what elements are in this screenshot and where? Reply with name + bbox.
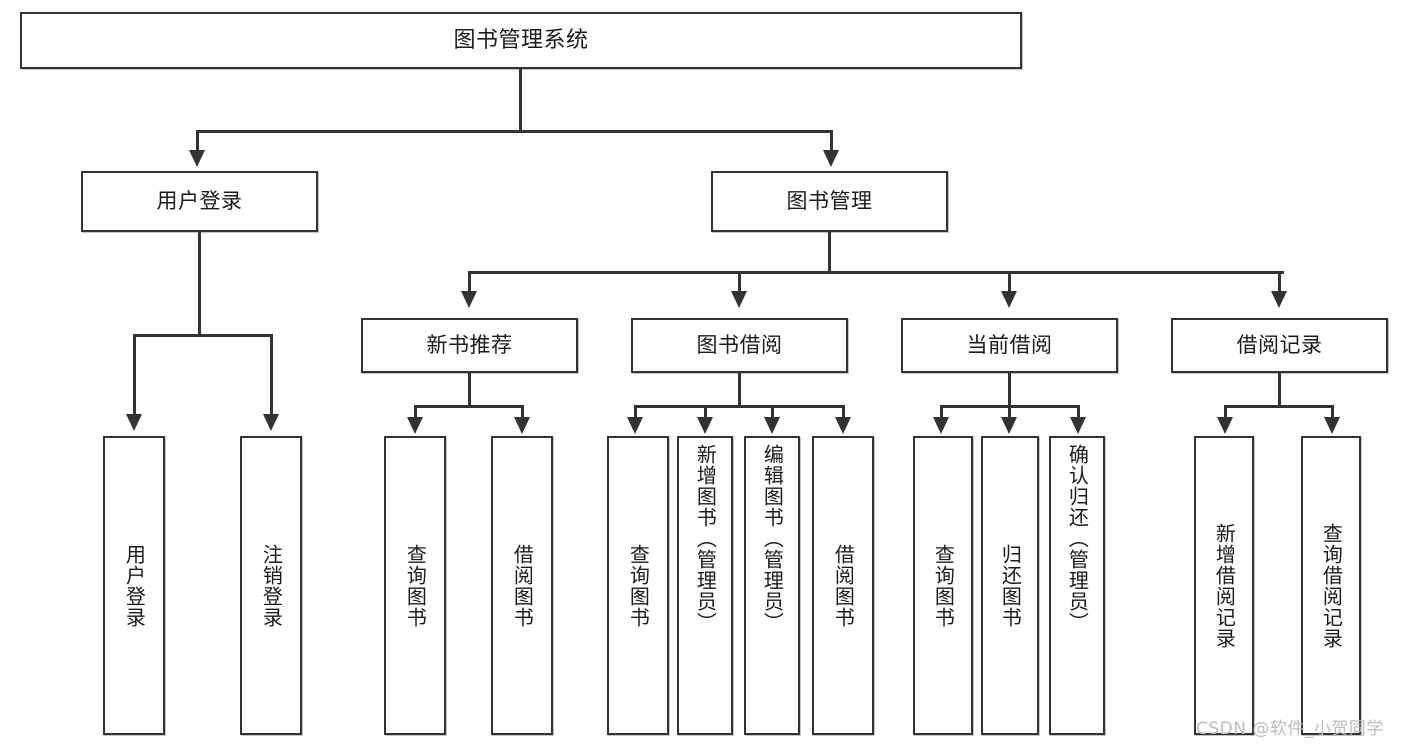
node-new-book-recommend[interactable]: 新书推荐 (361, 318, 578, 373)
arrow-current-borrow-leaf3 (1070, 417, 1086, 434)
connector-user-login-stem (198, 232, 201, 337)
leaf-return-book[interactable]: 归还图书 (981, 436, 1039, 735)
node-book-borrow-label: 图书借阅 (696, 333, 783, 358)
leaf-add-borrow-record-label: 新增借阅记录 (1212, 522, 1237, 649)
leaf-query-book-recommend[interactable]: 查询图书 (384, 436, 446, 735)
arrow-borrow-record-leaf2 (1324, 417, 1340, 434)
leaf-add-book-admin-label: 新增图书（管理员） (693, 444, 718, 633)
leaf-query-borrow-record[interactable]: 查询借阅记录 (1301, 436, 1361, 735)
arrow-current-borrow-leaf1 (933, 417, 949, 434)
arrow-root-to-book-mgmt (823, 150, 839, 167)
node-root-label: 图书管理系统 (453, 27, 589, 53)
connector-new-book-leaf1 (414, 405, 417, 418)
node-book-management[interactable]: 图书管理 (711, 171, 948, 232)
connector-current-borrow-leaf3 (1077, 405, 1080, 418)
leaf-query-book-current[interactable]: 查询图书 (913, 436, 973, 735)
arrow-book-borrow-leaf1 (627, 417, 643, 434)
leaf-query-book-borrow-label: 查询图书 (626, 543, 651, 628)
connector-root-stem (519, 69, 522, 131)
leaf-query-book-recommend-label: 查询图书 (403, 543, 428, 628)
arrow-new-book-leaf2 (514, 417, 530, 434)
connector-book-mgmt-to-new-book (468, 271, 471, 293)
arrow-book-mgmt-to-new-book (461, 291, 477, 308)
node-new-book-recommend-label: 新书推荐 (426, 333, 513, 358)
leaf-logout-label: 注销登录 (259, 543, 284, 628)
arrow-user-login-leaf1 (126, 414, 142, 431)
arrow-book-borrow-leaf3 (764, 417, 780, 434)
connector-new-book-leaf2 (521, 405, 524, 418)
connector-book-borrow-split-bar (634, 405, 845, 408)
connector-book-mgmt-to-borrow (738, 271, 741, 293)
connector-book-borrow-leaf1 (634, 405, 637, 418)
connector-new-book-stem (468, 373, 471, 407)
connector-user-login-split-bar (133, 334, 270, 337)
arrow-user-login-leaf2 (263, 414, 279, 431)
connector-user-login-leaf2 (270, 334, 273, 416)
csdn-watermark: CSDN @软件_小贺同学 (1196, 719, 1384, 739)
node-book-borrow[interactable]: 图书借阅 (631, 318, 848, 373)
connector-current-borrow-leaf1 (940, 405, 943, 418)
arrow-root-to-user-login (189, 150, 205, 167)
node-user-login[interactable]: 用户登录 (81, 171, 318, 232)
connector-current-borrow-stem (1008, 373, 1011, 407)
arrow-current-borrow-leaf2 (1001, 417, 1017, 434)
leaf-edit-book-admin-label: 编辑图书（管理员） (760, 444, 785, 633)
leaf-logout[interactable]: 注销登录 (240, 436, 302, 735)
leaf-confirm-return-admin[interactable]: 确认归还（管理员） (1049, 436, 1105, 735)
connector-book-borrow-leaf4 (842, 405, 845, 418)
node-current-borrow-label: 当前借阅 (966, 333, 1053, 358)
leaf-borrow-book-label: 借阅图书 (831, 543, 856, 628)
leaf-return-book-label: 归还图书 (998, 543, 1023, 628)
leaf-add-borrow-record[interactable]: 新增借阅记录 (1194, 436, 1254, 735)
leaf-query-borrow-record-label: 查询借阅记录 (1319, 522, 1344, 649)
node-borrow-record[interactable]: 借阅记录 (1171, 318, 1388, 373)
connector-current-borrow-leaf2 (1008, 405, 1011, 418)
arrow-book-borrow-leaf2 (697, 417, 713, 434)
connector-book-borrow-stem (738, 373, 741, 407)
connector-user-login-leaf1 (133, 334, 136, 416)
node-book-management-label: 图书管理 (786, 189, 873, 214)
leaf-borrow-book-recommend[interactable]: 借阅图书 (491, 436, 553, 735)
leaf-user-login[interactable]: 用户登录 (103, 436, 165, 735)
connector-book-borrow-leaf2 (704, 405, 707, 418)
node-user-login-label: 用户登录 (156, 189, 243, 214)
leaf-user-login-label: 用户登录 (122, 543, 147, 628)
leaf-edit-book-admin[interactable]: 编辑图书（管理员） (744, 436, 800, 735)
leaf-confirm-return-admin-label: 确认归还（管理员） (1065, 444, 1090, 633)
leaf-borrow-book[interactable]: 借阅图书 (812, 436, 874, 735)
arrow-book-mgmt-to-current (1001, 291, 1017, 308)
connector-root-to-book-mgmt (830, 130, 833, 152)
connector-book-mgmt-split-bar (468, 271, 1284, 274)
node-current-borrow[interactable]: 当前借阅 (901, 318, 1118, 373)
connector-borrow-record-leaf2 (1331, 405, 1334, 418)
leaf-query-book-current-label: 查询图书 (931, 543, 956, 628)
connector-book-mgmt-stem (828, 232, 831, 274)
leaf-borrow-book-recommend-label: 借阅图书 (510, 543, 535, 628)
arrow-book-mgmt-to-borrow (731, 291, 747, 308)
leaf-add-book-admin[interactable]: 新增图书（管理员） (677, 436, 733, 735)
arrow-book-borrow-leaf4 (835, 417, 851, 434)
arrow-book-mgmt-to-record (1271, 291, 1287, 308)
connector-book-mgmt-to-record (1278, 271, 1281, 293)
connector-root-split-bar (196, 130, 833, 133)
connector-new-book-split-bar (414, 405, 524, 408)
node-root-system[interactable]: 图书管理系统 (20, 12, 1022, 69)
node-borrow-record-label: 借阅记录 (1236, 333, 1323, 358)
leaf-query-book-borrow[interactable]: 查询图书 (607, 436, 669, 735)
arrow-borrow-record-leaf1 (1217, 417, 1233, 434)
connector-root-to-user-login (196, 130, 199, 152)
arrow-new-book-leaf1 (407, 417, 423, 434)
connector-borrow-record-leaf1 (1224, 405, 1227, 418)
connector-book-borrow-leaf3 (771, 405, 774, 418)
connector-borrow-record-split-bar (1224, 405, 1334, 408)
connector-book-mgmt-to-current (1008, 271, 1011, 293)
connector-borrow-record-stem (1278, 373, 1281, 407)
